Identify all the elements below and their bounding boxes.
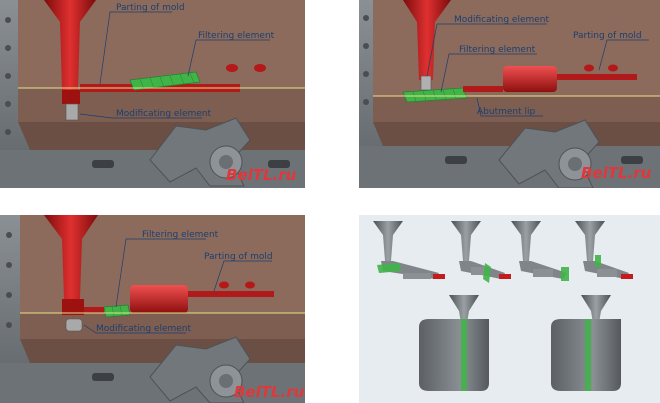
leader-lines xyxy=(83,238,272,334)
flask-base xyxy=(0,363,305,403)
sprue-well xyxy=(62,299,84,315)
base-slot xyxy=(268,160,290,168)
watermark: BelTL.ru xyxy=(226,166,297,184)
mold-section-drawing-2: Modificating element Filtering element P… xyxy=(359,0,660,188)
gating-model-1 xyxy=(373,221,445,279)
filtering-element xyxy=(129,71,201,91)
mold-ledge xyxy=(20,339,305,363)
label-parting-of-mold: Parting of mold xyxy=(204,252,273,262)
casting-block-1 xyxy=(419,295,489,391)
runner-channel xyxy=(463,86,503,92)
base-slot xyxy=(445,156,467,164)
label-abutment-lip: Abutment lip xyxy=(477,107,536,117)
sprue-well xyxy=(62,90,80,104)
gating-system-drawing xyxy=(373,221,633,391)
frame-bolts xyxy=(5,17,11,135)
riser-2 xyxy=(254,64,266,72)
clamp-handle xyxy=(149,117,251,187)
label-modificating-element: Modificating element xyxy=(116,109,212,119)
leader-lines xyxy=(426,23,649,117)
runner-inlet xyxy=(84,307,104,313)
filter-mesh xyxy=(139,72,195,90)
label-parting-of-mold: Parting of mold xyxy=(116,3,185,13)
mold-section-panel-1: Parting of mold Filtering element Modifi… xyxy=(0,0,305,188)
frame-bolts xyxy=(6,232,12,328)
gating-model-3 xyxy=(511,221,569,281)
riser-2 xyxy=(608,64,618,72)
watermark: BelTL.ru xyxy=(234,383,305,401)
casting-block-2 xyxy=(551,295,621,391)
riser-1 xyxy=(219,281,229,289)
gating-system-3d-views xyxy=(359,215,660,403)
runner-extension xyxy=(557,74,637,80)
label-filtering-element: Filtering element xyxy=(198,31,275,41)
runner-extension xyxy=(188,291,274,297)
pouring-cup xyxy=(44,215,98,299)
gating-model-2 xyxy=(451,221,511,283)
modificating-element xyxy=(420,75,432,91)
clamp-handle xyxy=(149,336,251,403)
watermark: BelTL.ru xyxy=(581,164,652,182)
label-filtering-element: Filtering element xyxy=(142,230,219,240)
gating-model-4 xyxy=(575,221,633,279)
modificating-element xyxy=(65,103,79,121)
casting-cavity xyxy=(130,285,188,313)
label-modificating-element: Modificating element xyxy=(454,15,550,25)
filtering-element xyxy=(103,304,131,318)
mold-section-drawing-1: Parting of mold Filtering element Modifi… xyxy=(0,0,305,188)
modificating-element xyxy=(65,318,83,332)
riser-1 xyxy=(584,64,594,72)
base-slot xyxy=(621,156,643,164)
clamp-handle xyxy=(498,119,600,188)
mold-section-panel-2: Modificating element Filtering element P… xyxy=(359,0,660,188)
pouring-cup xyxy=(44,0,96,90)
filtering-element xyxy=(402,87,468,103)
label-parting-of-mold: Parting of mold xyxy=(573,31,642,41)
frame-bolts xyxy=(363,15,369,105)
base-slot xyxy=(92,160,114,168)
riser-1 xyxy=(226,64,238,72)
mold-section-panel-3: Filtering element Parting of mold Modifi… xyxy=(0,215,305,403)
base-slot xyxy=(92,373,114,381)
label-modificating-element: Modificating element xyxy=(96,324,192,334)
mold-section-drawing-3: Filtering element Parting of mold Modifi… xyxy=(0,215,305,403)
casting-cavity xyxy=(503,66,557,92)
pouring-cup xyxy=(403,0,451,80)
leader-lines xyxy=(79,11,270,119)
label-filtering-element: Filtering element xyxy=(459,45,536,55)
riser-2 xyxy=(245,281,255,289)
